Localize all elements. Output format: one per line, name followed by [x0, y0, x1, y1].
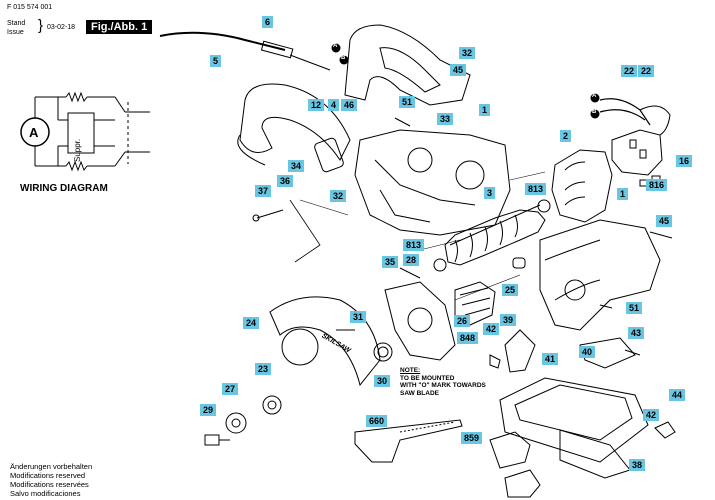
connector-b-letter-right: B [592, 109, 597, 115]
part-label: 34 [288, 160, 305, 172]
bearing-25 [512, 257, 526, 269]
part-label: 40 [579, 346, 596, 358]
bearing-813-front [433, 258, 447, 272]
connector-a-letter-right: A [592, 93, 597, 99]
trigger-switch [314, 137, 344, 173]
note-line-1: TO BE MOUNTED [400, 374, 455, 382]
part-label: 45 [450, 64, 467, 76]
stand-label: Stand [7, 20, 26, 27]
brush-holder [611, 129, 663, 176]
note-heading: NOTE: [400, 367, 421, 374]
rip-fence [354, 419, 463, 463]
part-label: 1 [479, 104, 491, 116]
issue-label: Issue [7, 29, 24, 36]
washer-30 [373, 342, 393, 362]
handle-half-left [239, 83, 351, 161]
part-label: 33 [437, 113, 454, 125]
part-label: 43 [628, 327, 645, 339]
gear-housing [539, 219, 661, 331]
part-label: 816 [646, 179, 668, 191]
part-label: 859 [461, 432, 483, 444]
part-label: 6 [262, 16, 274, 28]
footer-line-de: Änderungen vorbehalten [10, 462, 93, 471]
base-plate [499, 377, 649, 463]
part-label: 660 [366, 415, 388, 427]
part-label: 32 [330, 190, 347, 202]
figure-label: Fig./Abb. 1 [86, 20, 153, 34]
footer-notes: Änderungen vorbehalten Modifications res… [10, 462, 92, 498]
connector-a-right [590, 93, 600, 103]
note-line-3: SAW BLADE [400, 389, 439, 397]
suppressor-label: Suppr. [73, 138, 82, 162]
footer-line-en: Modifications reserved [10, 471, 86, 480]
connector-a-letter: A [333, 43, 338, 49]
bolt-29 [204, 434, 220, 446]
guard-plate [384, 281, 456, 361]
handle-half-right [344, 24, 471, 106]
part-label: 23 [255, 363, 272, 375]
doc-number: F 015 574 001 [7, 4, 53, 11]
part-label: 37 [255, 185, 272, 197]
bearing-813-rear [537, 199, 551, 213]
part-label: 813 [525, 183, 547, 195]
connector-b-letter: B [341, 55, 346, 61]
part-label: 45 [656, 215, 673, 227]
part-label: 31 [350, 311, 367, 323]
part-label: 848 [457, 332, 479, 344]
part-label: 35 [382, 256, 399, 268]
part-label: 51 [626, 302, 643, 314]
part-label: 22 [638, 65, 655, 77]
part-label: 44 [669, 389, 686, 401]
part-label: 39 [500, 314, 517, 326]
part-label: 42 [483, 323, 500, 335]
note-line-2: WITH "O" MARK TOWARDS [400, 382, 486, 389]
brace: } [38, 17, 44, 34]
part-label: 51 [399, 96, 416, 108]
motor-label: A [29, 125, 39, 140]
upper-guard [269, 296, 381, 387]
part-label: 26 [454, 315, 471, 327]
part-label: 27 [222, 383, 239, 395]
part-label: 813 [403, 239, 425, 251]
part-label: 24 [243, 317, 260, 329]
part-label: 5 [210, 55, 222, 67]
part-label: 36 [277, 175, 294, 187]
part-label: 4 [328, 99, 340, 111]
part-label: 29 [200, 404, 217, 416]
part-label: 30 [374, 375, 391, 387]
part-label: 32 [459, 47, 476, 59]
guide-859 [489, 431, 531, 469]
connector-a-top [331, 43, 341, 53]
part-label: 1 [617, 188, 629, 200]
field-coil [551, 149, 613, 223]
flange-27 [225, 412, 247, 434]
footer-line-es: Salvo modificaciones [10, 489, 81, 498]
armature [444, 209, 546, 266]
part-label: 42 [643, 409, 660, 421]
part-label: 41 [542, 353, 559, 365]
motor-housing [354, 129, 511, 236]
power-cord [159, 31, 286, 51]
issue-date: 03-02-18 [47, 24, 76, 31]
connector-b-top [339, 55, 349, 65]
footer-line-fr: Modifications reservées [10, 480, 89, 489]
part-label: 22 [621, 65, 638, 77]
part-label: 3 [484, 187, 496, 199]
flange-23 [262, 395, 282, 415]
part-label: 28 [403, 254, 420, 266]
part-label: 2 [560, 130, 572, 142]
part-label: 38 [629, 459, 646, 471]
wiring-diagram-caption: WIRING DIAGRAM [20, 183, 108, 194]
part-label: 25 [502, 284, 519, 296]
part-label: 46 [341, 99, 358, 111]
lever [504, 329, 536, 373]
cord-protector [260, 40, 294, 59]
wiring-diagram [20, 91, 150, 172]
part-label: 16 [676, 155, 693, 167]
part-label: 12 [308, 99, 325, 111]
mounting-note: NOTE: TO BE MOUNTED WITH "O" MARK TOWARD… [400, 367, 486, 397]
suppressor-box [67, 112, 95, 154]
connector-b-right [590, 109, 600, 119]
